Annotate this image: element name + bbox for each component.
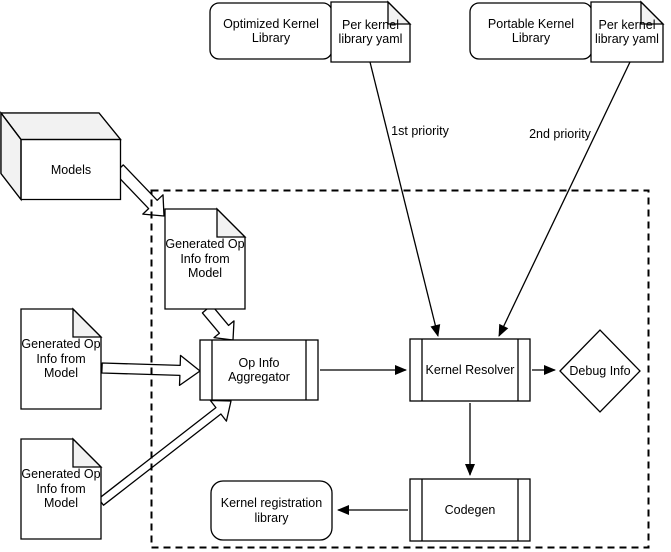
second-priority-edge-label: 2nd priority — [529, 127, 591, 141]
node-portable-yaml-doc — [590, 0, 665, 63]
node-kernel-resolver-box — [409, 338, 531, 402]
node-generated-op-info-inner-doc — [164, 207, 247, 310]
node-codegen-box — [409, 478, 531, 542]
node-op-info-aggregator-box — [199, 339, 319, 401]
node-debug-info-diamond — [559, 329, 641, 413]
block-arrow-left-bottom-to-aggregator — [97, 399, 232, 506]
block-arrow-op-info-to-aggregator — [201, 304, 235, 341]
first-priority-edge-label: 1st priority — [391, 124, 449, 138]
node-portable-kernel-library — [469, 2, 593, 60]
node-models-cube — [0, 111, 122, 202]
edge-optimized-yaml-to-resolver — [369, 61, 441, 337]
node-optimized-kernel-library — [209, 2, 333, 60]
node-optimized-yaml-doc — [330, 0, 412, 63]
node-generated-op-info-left-top-doc — [20, 307, 103, 410]
edge-portable-yaml-to-resolver — [498, 61, 631, 337]
codegen-pipeline-boundary — [150, 189, 650, 549]
node-kernel-registration-library — [210, 480, 333, 541]
node-generated-op-info-left-bottom-doc — [20, 437, 103, 540]
